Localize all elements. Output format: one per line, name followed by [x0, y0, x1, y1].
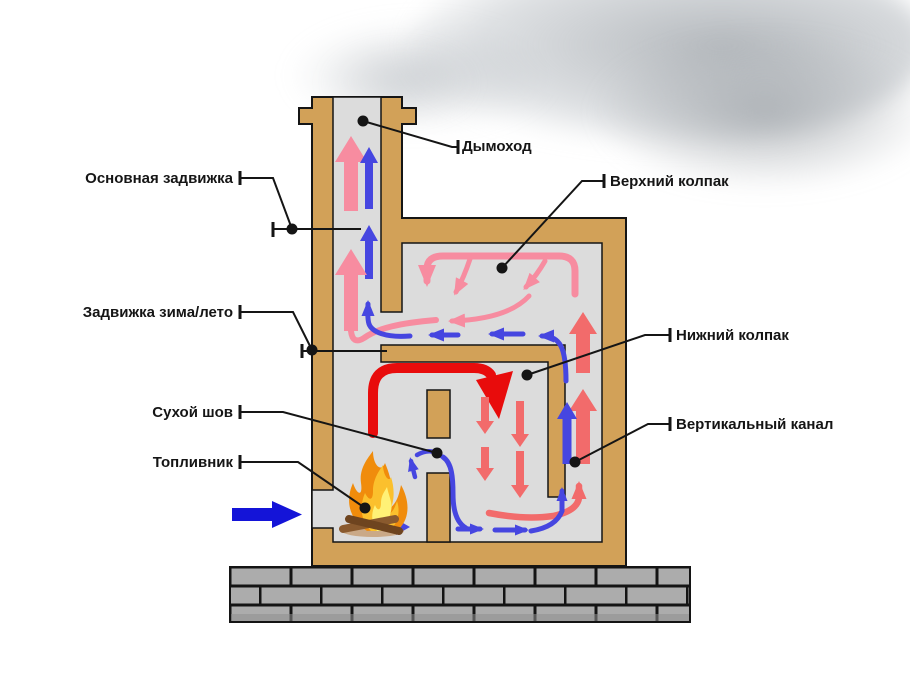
- leader-lines: [238, 115, 672, 514]
- anchor-dot: [521, 369, 533, 381]
- label-main-damper: Основная задвижка: [85, 170, 233, 187]
- chimney-flow-arrows: [335, 136, 439, 344]
- label-winter-summer-damper: Задвижка зима/лето: [82, 304, 233, 321]
- brick-foundation: [229, 566, 691, 623]
- label-dry-joint: Сухой шов: [152, 404, 233, 421]
- anchor-dot: [496, 262, 508, 274]
- label-lower-bell: Нижний колпак: [676, 327, 789, 344]
- anchor-dot: [286, 223, 298, 235]
- label-vertical-channel: Вертикальный канал: [676, 416, 834, 433]
- bell-divider-wall: [380, 344, 566, 498]
- anchor-dot: [306, 344, 318, 356]
- anchor-dot: [359, 502, 371, 514]
- intake-arrow: [232, 501, 302, 528]
- label-firebox: Топливник: [152, 454, 233, 471]
- anchor-dot: [569, 456, 581, 468]
- firebox-pillar: [426, 389, 451, 439]
- label-chimney: Дымоход: [462, 138, 532, 155]
- firebox-right-wall: [426, 472, 451, 543]
- anchor-dot: [357, 115, 369, 127]
- lower-bell-flow-arrows: [368, 363, 597, 536]
- anchor-dot: [431, 447, 443, 459]
- label-upper-bell: Верхний колпак: [610, 173, 729, 190]
